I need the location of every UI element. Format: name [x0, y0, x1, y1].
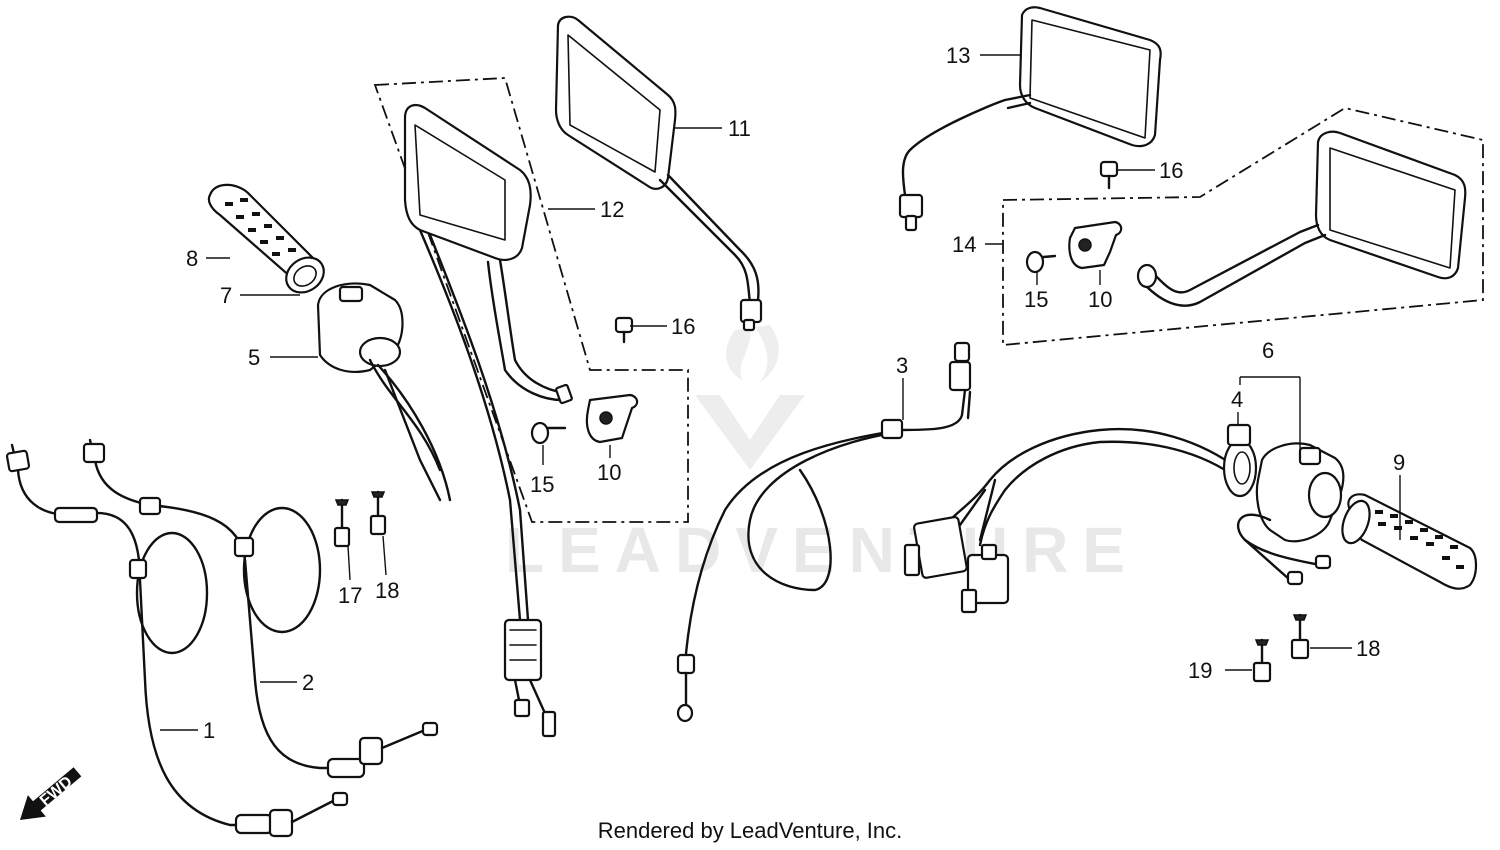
throttle-ring-4	[1222, 423, 1258, 498]
screw-16-left	[614, 316, 634, 344]
callout-18-left: 18	[375, 578, 399, 603]
callout-8: 8	[186, 246, 198, 271]
callout-18-right: 18	[1356, 636, 1380, 661]
watermark-text: LEADVENTURE	[505, 514, 1139, 586]
callout-16-left: 16	[671, 314, 695, 339]
watermark-logo: LEADVENTURE	[505, 320, 1139, 586]
bolt-17	[333, 498, 351, 548]
connector-right-a	[903, 515, 968, 579]
callout-1: 1	[203, 718, 215, 743]
left-grip	[207, 183, 325, 294]
group-outline-12	[373, 77, 689, 523]
callout-16-right: 16	[1159, 158, 1183, 183]
callout-9: 9	[1393, 450, 1405, 475]
mirror-14	[1136, 130, 1467, 307]
callout-labels: 1 2 3 4 5 6 7 8 9 10 10 11 12 13 14 15 1…	[186, 43, 1405, 743]
clutch-cable-3	[676, 341, 972, 723]
callout-10-left: 10	[597, 460, 621, 485]
callout-15-left: 15	[530, 472, 554, 497]
callout-6: 6	[1262, 338, 1274, 363]
throttle-cables	[5, 438, 439, 838]
callout-5: 5	[248, 345, 260, 370]
right-grip	[1341, 493, 1478, 590]
bolt-19	[1252, 638, 1272, 683]
callout-15-right: 15	[1024, 287, 1048, 312]
callout-3: 3	[896, 353, 908, 378]
bolt-18-left	[369, 490, 387, 536]
footer-credit: Rendered by LeadVenture, Inc.	[597, 818, 903, 843]
callout-13: 13	[946, 43, 970, 68]
screw-16-right	[1099, 160, 1119, 190]
callout-11: 11	[728, 116, 751, 141]
callout-2: 2	[302, 670, 314, 695]
mirror-11	[554, 15, 763, 332]
right-switch-housing	[1236, 442, 1345, 586]
group-outline-14	[1002, 107, 1484, 346]
bolt-18-right	[1290, 613, 1310, 660]
callout-12: 12	[600, 197, 624, 222]
callout-19: 19	[1188, 658, 1212, 683]
callout-17: 17	[338, 583, 362, 608]
leader-lines	[160, 54, 1401, 731]
callout-10-right: 10	[1088, 287, 1112, 312]
connector-right-b	[960, 543, 1010, 614]
left-switch-housing	[316, 282, 452, 502]
connector-left-harness	[503, 618, 557, 738]
right-harness-wires	[948, 427, 1242, 547]
clamp-10-right	[1068, 220, 1123, 270]
callout-7: 7	[220, 283, 232, 308]
screw-15-right	[1025, 250, 1057, 274]
clamp-10-left	[585, 393, 639, 444]
mirror-12	[403, 104, 573, 622]
callout-14: 14	[952, 232, 976, 257]
callout-4: 4	[1231, 387, 1243, 412]
mirror-13	[898, 6, 1162, 232]
screw-15-left	[530, 421, 567, 445]
